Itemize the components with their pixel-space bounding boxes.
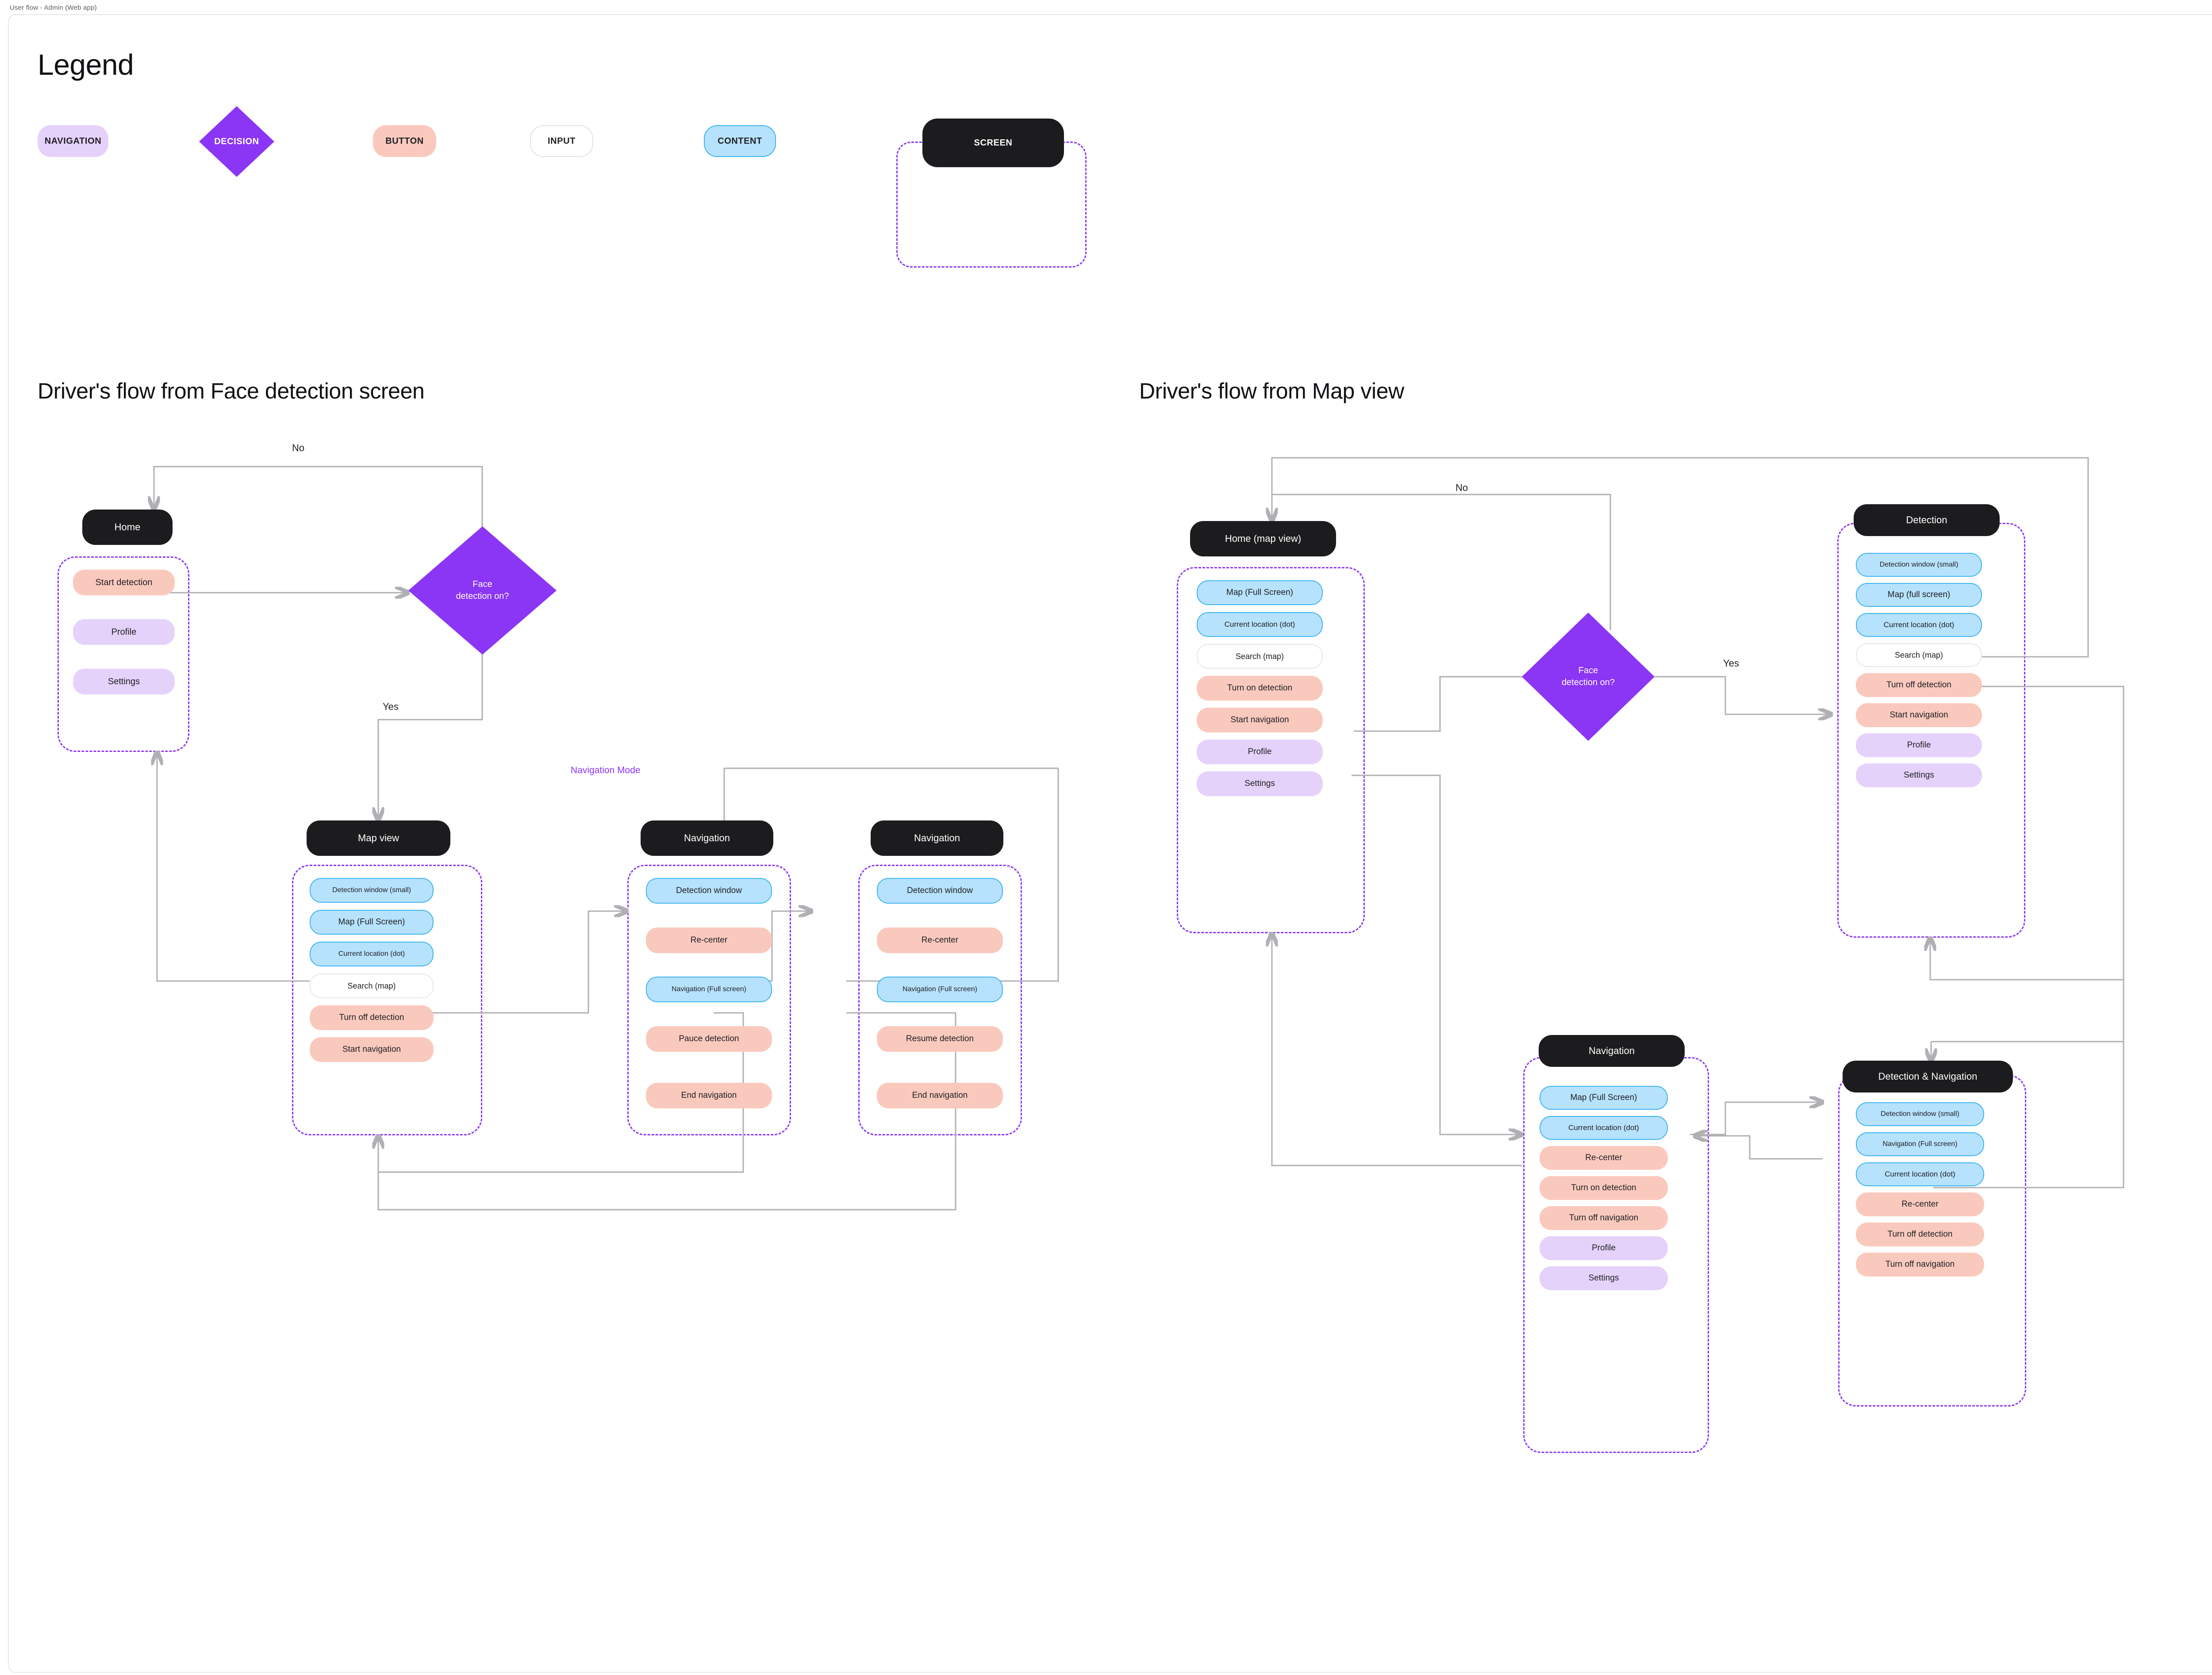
- item-turn-on-detection[interactable]: Turn on detection: [1197, 676, 1323, 701]
- edge-label-yes-2: Yes: [1723, 658, 1739, 669]
- edge-label-yes-1: Yes: [383, 701, 399, 712]
- edge-label-no-2: No: [1455, 482, 1468, 493]
- item-start-navigation-f2[interactable]: Start navigation: [1197, 708, 1323, 732]
- screen-title-map-view[interactable]: Map view: [307, 820, 450, 856]
- item-pauce-detection[interactable]: Pauce detection: [646, 1026, 772, 1052]
- legend-chip-navigation: NAVIGATION: [38, 125, 108, 157]
- item-re-center-dn[interactable]: Re-center: [1856, 1192, 1984, 1216]
- item-turn-off-navigation-dn[interactable]: Turn off navigation: [1856, 1253, 1984, 1276]
- item-search-map[interactable]: Search (map): [310, 974, 434, 998]
- screen-title-navigation-1[interactable]: Navigation: [641, 820, 773, 856]
- item-navigation-full-screen-2[interactable]: Navigation (Full screen): [877, 977, 1003, 1002]
- item-current-location-dot-nav2[interactable]: Current location (dot): [1540, 1116, 1668, 1140]
- item-turn-off-detection-dn[interactable]: Turn off detection: [1856, 1223, 1984, 1246]
- item-navigation-full-screen-dn[interactable]: Navigation (Full screen): [1856, 1132, 1984, 1156]
- item-profile-f2[interactable]: Profile: [1197, 740, 1323, 764]
- item-detection-window-small[interactable]: Detection window (small): [310, 878, 434, 903]
- legend-chip-content: CONTENT: [704, 125, 776, 157]
- item-re-center-nav2[interactable]: Re-center: [1540, 1146, 1668, 1170]
- item-turn-off-navigation-nav2[interactable]: Turn off navigation: [1540, 1206, 1668, 1230]
- item-search-map-f2[interactable]: Search (map): [1197, 644, 1323, 669]
- flow-title-1: Driver's flow from Face detection screen: [38, 379, 425, 403]
- item-start-navigation[interactable]: Start navigation: [310, 1037, 434, 1062]
- item-turn-on-detection-nav2[interactable]: Turn on detection: [1540, 1176, 1668, 1200]
- item-map-full-screen-nav2[interactable]: Map (Full Screen): [1540, 1086, 1668, 1110]
- edge-label-no-1: No: [292, 442, 305, 453]
- decision-line-2: detection on?: [456, 591, 509, 601]
- item-profile-det[interactable]: Profile: [1856, 733, 1982, 757]
- item-detection-window[interactable]: Detection window: [646, 878, 772, 904]
- screen-title-detection-navigation[interactable]: Detection & Navigation: [1843, 1061, 2013, 1092]
- item-start-detection[interactable]: Start detection: [73, 570, 175, 595]
- legend-chip-button: BUTTON: [373, 125, 436, 157]
- screen-title-home-map-view[interactable]: Home (map view): [1190, 521, 1336, 556]
- item-current-location-dot-dn[interactable]: Current location (dot): [1856, 1162, 1984, 1186]
- screen-title-home-1[interactable]: Home: [82, 510, 173, 545]
- item-navigation-full-screen[interactable]: Navigation (Full screen): [646, 977, 772, 1002]
- item-settings[interactable]: Settings: [73, 669, 175, 694]
- breadcrumb: User flow - Admin (Web app): [10, 4, 97, 11]
- item-current-location-dot-f2[interactable]: Current location (dot): [1197, 612, 1323, 637]
- item-profile-nav2[interactable]: Profile: [1540, 1236, 1668, 1260]
- item-detection-window-small-det[interactable]: Detection window (small): [1856, 553, 1982, 577]
- screen-title-detection[interactable]: Detection: [1854, 504, 2000, 536]
- item-detection-window-small-dn[interactable]: Detection window (small): [1856, 1102, 1984, 1126]
- item-turn-off-detection-det[interactable]: Turn off detection: [1856, 673, 1982, 697]
- item-start-navigation-det[interactable]: Start navigation: [1856, 703, 1982, 727]
- item-settings-nav2[interactable]: Settings: [1540, 1266, 1668, 1290]
- flow-title-2: Driver's flow from Map view: [1139, 379, 1404, 403]
- topbar: User flow - Admin (Web app): [0, 0, 2212, 17]
- item-end-navigation[interactable]: End navigation: [646, 1083, 772, 1108]
- item-settings-f2[interactable]: Settings: [1197, 771, 1323, 796]
- item-map-full-screen-det[interactable]: Map (full screen): [1856, 583, 1982, 607]
- item-end-navigation-2[interactable]: End navigation: [877, 1083, 1003, 1108]
- item-settings-det[interactable]: Settings: [1856, 763, 1982, 787]
- edge-label-navigation-mode: Navigation Mode: [571, 765, 641, 775]
- decision-line-1: Face: [472, 579, 492, 589]
- item-profile[interactable]: Profile: [73, 619, 175, 645]
- decision-line-1-b: Face: [1578, 666, 1598, 675]
- screen-title-navigation-f2[interactable]: Navigation: [1539, 1035, 1685, 1067]
- item-current-location-dot-det[interactable]: Current location (dot): [1856, 613, 1982, 637]
- item-map-full-screen-f2[interactable]: Map (Full Screen): [1197, 580, 1323, 605]
- item-map-full-screen[interactable]: Map (Full Screen): [310, 910, 434, 935]
- item-turn-off-detection[interactable]: Turn off detection: [310, 1005, 434, 1030]
- screen-group-map-view: [292, 865, 482, 1135]
- legend-chip-input: INPUT: [530, 125, 593, 157]
- legend-chip-screen: SCREEN: [922, 119, 1064, 167]
- decision-line-2-b: detection on?: [1561, 678, 1615, 687]
- item-re-center[interactable]: Re-center: [646, 928, 772, 953]
- screen-title-navigation-2[interactable]: Navigation: [871, 820, 1003, 856]
- legend-title: Legend: [38, 48, 134, 81]
- item-search-map-det[interactable]: Search (map): [1856, 643, 1982, 667]
- item-detection-window-2[interactable]: Detection window: [877, 878, 1003, 904]
- item-re-center-2[interactable]: Re-center: [877, 928, 1003, 953]
- item-resume-detection[interactable]: Resume detection: [877, 1026, 1003, 1052]
- item-current-location-dot[interactable]: Current location (dot): [310, 942, 434, 966]
